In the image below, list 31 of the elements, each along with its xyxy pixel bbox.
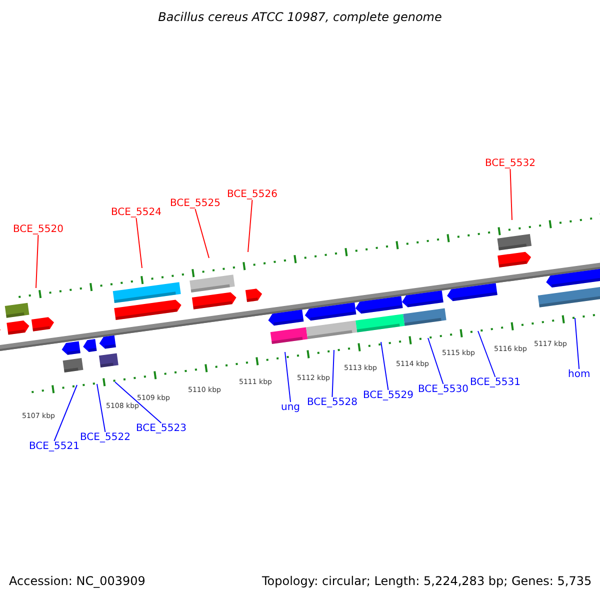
footer-text: Accession: NC_003909 bbox=[9, 575, 146, 588]
gene-label: BCE_5520 bbox=[13, 224, 64, 235]
leader-line bbox=[284, 352, 292, 402]
leader-line bbox=[332, 350, 334, 398]
gene-label: ung bbox=[281, 402, 300, 413]
footer-text: Topology: circular; Length: 5,224,283 bp; Genes: 5,735 bbox=[262, 575, 592, 588]
leader-line bbox=[380, 342, 389, 390]
gene-label: BCE_5528 bbox=[307, 397, 358, 408]
gene-label: BCE_5529 bbox=[363, 390, 414, 401]
gene-label: BCE_5525 bbox=[170, 198, 220, 209]
gene-label: BCE_5526 bbox=[227, 189, 278, 200]
leader-line bbox=[510, 168, 512, 220]
gene-label: BCE_5531 bbox=[470, 377, 520, 388]
leader-line bbox=[428, 338, 444, 384]
gene-label: BCE_5521 bbox=[29, 441, 80, 452]
leader-line bbox=[574, 318, 580, 370]
leader-line bbox=[54, 384, 78, 442]
gene-label: BCE_5530 bbox=[418, 384, 468, 395]
gene-label: BCE_5523 bbox=[136, 423, 186, 434]
leader-line bbox=[478, 330, 496, 378]
gene-label: hom bbox=[568, 369, 590, 380]
leader-line bbox=[136, 218, 142, 268]
leader-line bbox=[36, 234, 39, 288]
title: Bacillus cereus ATCC 10987, complete genome bbox=[157, 11, 443, 24]
gene-label: BCE_5532 bbox=[485, 158, 536, 169]
leader-line bbox=[248, 200, 253, 252]
leader-line bbox=[194, 208, 210, 258]
leader-line bbox=[114, 382, 162, 424]
gene-label: BCE_5524 bbox=[111, 207, 162, 218]
gene-label: BCE_5522 bbox=[80, 432, 130, 443]
leader-line bbox=[96, 384, 106, 432]
